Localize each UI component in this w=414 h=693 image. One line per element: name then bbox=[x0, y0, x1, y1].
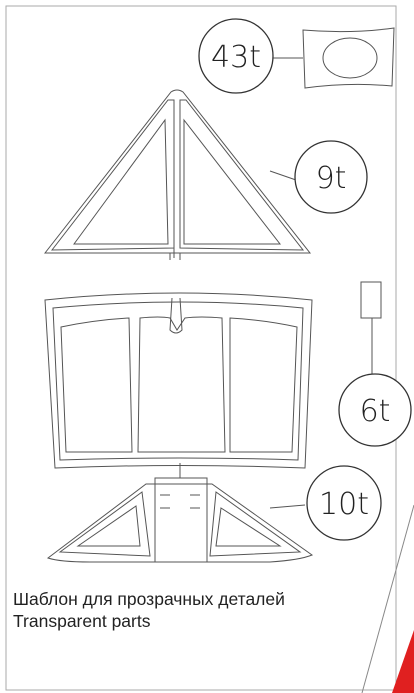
caption-russian: Шаблон для прозрачных деталей bbox=[13, 589, 285, 609]
callout-43t-label: 43t bbox=[211, 40, 261, 75]
callout-10t-label: 10t bbox=[319, 487, 369, 522]
callout-6t: 6t bbox=[338, 373, 412, 447]
page-border bbox=[5, 5, 397, 691]
red-corner-mark bbox=[392, 630, 414, 693]
sheet-edge bbox=[361, 504, 414, 693]
callout-10t: 10t bbox=[306, 465, 382, 541]
part-43t bbox=[273, 27, 395, 89]
part-canopy-panel bbox=[44, 292, 313, 478]
callout-43t: 43t bbox=[198, 18, 274, 94]
callout-9t: 9t bbox=[294, 140, 368, 214]
callout-9t-label: 9t bbox=[316, 161, 347, 196]
part-10t bbox=[46, 477, 314, 563]
caption: Шаблон для прозрачных деталей Transparen… bbox=[13, 588, 285, 632]
part-9t bbox=[43, 89, 312, 260]
caption-english: Transparent parts bbox=[13, 611, 151, 631]
callout-6t-label: 6t bbox=[360, 394, 391, 429]
part-6t bbox=[360, 281, 382, 377]
